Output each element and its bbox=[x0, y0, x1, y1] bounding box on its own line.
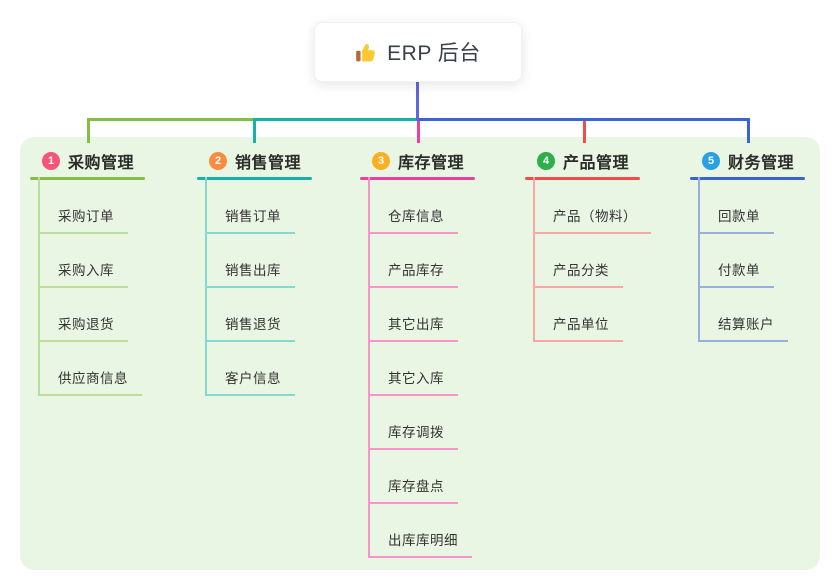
child-node-label: 产品分类 bbox=[553, 263, 609, 278]
root-connector-stem bbox=[416, 82, 419, 120]
child-node-label: 结算账户 bbox=[718, 317, 774, 332]
branch-underline bbox=[525, 177, 640, 180]
branch-title-4[interactable]: 4 产品管理 bbox=[525, 145, 651, 177]
thumbs-up-icon bbox=[355, 41, 378, 64]
child-node[interactable]: 产品分类 bbox=[533, 234, 623, 288]
child-node[interactable]: 仓库信息 bbox=[368, 180, 458, 234]
child-node-label: 采购订单 bbox=[58, 209, 114, 224]
branch-underline bbox=[690, 177, 805, 180]
connector-drop-4 bbox=[583, 121, 586, 143]
child-node-label: 库存盘点 bbox=[388, 479, 444, 494]
child-node[interactable]: 采购订单 bbox=[38, 180, 128, 234]
branch-number-badge: 5 bbox=[702, 152, 720, 170]
child-node[interactable]: 产品库存 bbox=[368, 234, 458, 288]
child-node-label: 回款单 bbox=[718, 209, 760, 224]
child-node[interactable]: 销售订单 bbox=[205, 180, 295, 234]
child-node[interactable]: 销售出库 bbox=[205, 234, 295, 288]
root-node[interactable]: ERP 后台 bbox=[314, 22, 522, 82]
branch-2: 2 销售管理销售订单销售出库销售退货客户信息 bbox=[197, 145, 312, 396]
child-node-label: 其它入库 bbox=[388, 371, 444, 386]
child-node[interactable]: 供应商信息 bbox=[38, 342, 142, 396]
child-node[interactable]: 库存盘点 bbox=[368, 450, 458, 504]
branch-number-badge: 4 bbox=[537, 152, 555, 170]
connector-bus-segment bbox=[87, 118, 253, 121]
connector-drop-2 bbox=[253, 121, 256, 143]
child-node[interactable]: 付款单 bbox=[698, 234, 774, 288]
branches-panel bbox=[20, 137, 820, 570]
child-node[interactable]: 产品（物料） bbox=[533, 180, 651, 234]
child-node-label: 供应商信息 bbox=[58, 371, 128, 386]
branch-underline bbox=[197, 177, 312, 180]
child-node[interactable]: 结算账户 bbox=[698, 288, 788, 342]
child-node-label: 仓库信息 bbox=[388, 209, 444, 224]
branch-title-3[interactable]: 3 库存管理 bbox=[360, 145, 475, 177]
branch-label: 采购管理 bbox=[68, 155, 135, 172]
child-node-label: 出库库明细 bbox=[388, 533, 458, 548]
branch-label: 产品管理 bbox=[563, 155, 630, 172]
child-node-label: 产品单位 bbox=[553, 317, 609, 332]
branch-number-badge: 1 bbox=[42, 152, 60, 170]
connector-drop-3 bbox=[417, 121, 420, 143]
connector-drop-1 bbox=[87, 121, 90, 143]
child-node-label: 销售出库 bbox=[225, 263, 281, 278]
connector-bus-segment bbox=[253, 118, 419, 121]
child-node[interactable]: 其它入库 bbox=[368, 342, 458, 396]
child-node-label: 采购入库 bbox=[58, 263, 114, 278]
child-node-label: 付款单 bbox=[718, 263, 760, 278]
child-node[interactable]: 采购入库 bbox=[38, 234, 128, 288]
child-node-label: 产品库存 bbox=[388, 263, 444, 278]
child-node[interactable]: 采购退货 bbox=[38, 288, 128, 342]
branch-label: 库存管理 bbox=[398, 155, 465, 172]
child-node[interactable]: 销售退货 bbox=[205, 288, 295, 342]
branch-children: 销售订单销售出库销售退货客户信息 bbox=[197, 177, 312, 396]
branch-number-badge: 3 bbox=[372, 152, 390, 170]
connector-drop-5 bbox=[747, 121, 750, 143]
child-node[interactable]: 回款单 bbox=[698, 180, 774, 234]
branch-1: 1 采购管理采购订单采购入库采购退货供应商信息 bbox=[30, 145, 145, 396]
child-node-label: 客户信息 bbox=[225, 371, 281, 386]
branch-number-badge: 2 bbox=[209, 152, 227, 170]
branch-label: 销售管理 bbox=[235, 155, 302, 172]
branch-title-5[interactable]: 5 财务管理 bbox=[690, 145, 805, 177]
root-title: ERP 后台 bbox=[387, 42, 481, 65]
branch-underline bbox=[30, 177, 145, 180]
branch-3: 3 库存管理仓库信息产品库存其它出库其它入库库存调拨库存盘点出库库明细 bbox=[360, 145, 475, 558]
branch-title-1[interactable]: 1 采购管理 bbox=[30, 145, 145, 177]
child-node-label: 采购退货 bbox=[58, 317, 114, 332]
connector-bus-segment bbox=[417, 118, 750, 121]
child-node-label: 销售订单 bbox=[225, 209, 281, 224]
branch-5: 5 财务管理回款单付款单结算账户 bbox=[690, 145, 805, 342]
branch-underline bbox=[360, 177, 475, 180]
child-node-label: 库存调拨 bbox=[388, 425, 444, 440]
branch-4: 4 产品管理产品（物料） 产品分类产品单位 bbox=[525, 145, 651, 342]
child-node[interactable]: 产品单位 bbox=[533, 288, 623, 342]
children-connector-line bbox=[533, 177, 535, 342]
child-node[interactable]: 客户信息 bbox=[205, 342, 295, 396]
child-node-label: 产品（物料） bbox=[553, 209, 637, 224]
children-connector-line bbox=[698, 177, 700, 342]
branch-label: 财务管理 bbox=[728, 155, 795, 172]
branch-children: 回款单付款单结算账户 bbox=[690, 177, 805, 342]
branch-children: 仓库信息产品库存其它出库其它入库库存调拨库存盘点出库库明细 bbox=[360, 177, 475, 558]
child-node[interactable]: 出库库明细 bbox=[368, 504, 472, 558]
branch-children: 产品（物料） 产品分类产品单位 bbox=[525, 177, 651, 342]
child-node-label: 其它出库 bbox=[388, 317, 444, 332]
branch-title-2[interactable]: 2 销售管理 bbox=[197, 145, 312, 177]
child-node-label: 销售退货 bbox=[225, 317, 281, 332]
branch-children: 采购订单采购入库采购退货供应商信息 bbox=[30, 177, 145, 396]
children-connector-line bbox=[368, 177, 370, 558]
child-node[interactable]: 其它出库 bbox=[368, 288, 458, 342]
child-node[interactable]: 库存调拨 bbox=[368, 396, 458, 450]
